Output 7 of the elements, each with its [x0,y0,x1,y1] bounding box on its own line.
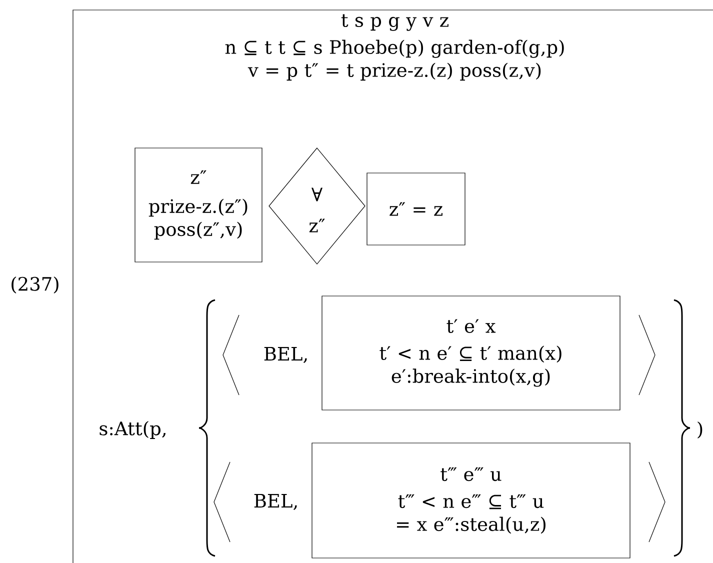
relation-label: s:Att(p, [100,421,166,439]
drs-box: t‴ e‴ u t‴ < n e‴ ⊆ t‴ u = x e‴:steal(u,z) [312,442,630,558]
drs-box: z″ prize-z.(z″) poss(z″,v) [134,148,262,262]
drs-box: z″ = z [366,172,466,246]
drs-box: t′ e′ x t′ < n e′ ⊆ t′ man(x) e′:break-into(x,g) [322,296,620,410]
example-number: (237) [12,276,58,294]
closing-parenthesis: ) [698,422,702,438]
